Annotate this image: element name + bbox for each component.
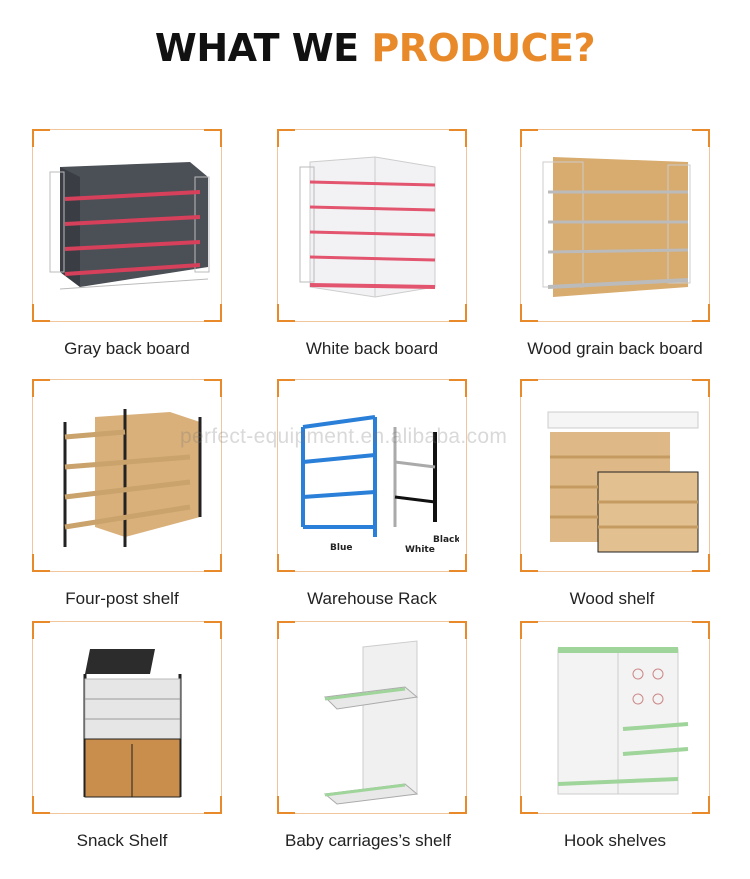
product-card-warehouse-rack[interactable]: Blue White Black xyxy=(277,379,467,572)
pegboard-hook-shelf-icon xyxy=(557,647,689,795)
watermark: perfect-equipment.en.alibaba.com xyxy=(180,425,508,448)
product-label-wood-grain-back-board: Wood grain back board xyxy=(527,339,703,358)
rack-tag-black: Black xyxy=(433,535,459,545)
product-label-warehouse-rack: Warehouse Rack xyxy=(307,589,437,608)
product-label-wood-shelf: Wood shelf xyxy=(569,589,655,608)
gray-gondola-shelf-icon xyxy=(49,162,210,290)
product-label-gray-back-board: Gray back board xyxy=(64,339,190,358)
product-card-four-post-shelf[interactable] xyxy=(32,379,222,572)
product-card-snack-shelf[interactable] xyxy=(32,621,222,814)
wood-gondola-shelf-icon xyxy=(542,157,691,297)
product-card-wood-grain-back-board[interactable] xyxy=(520,129,710,322)
product-card-baby-carriages-shelf[interactable] xyxy=(277,621,467,814)
rack-tag-blue: Blue xyxy=(330,543,352,553)
product-label-baby-carriages-shelf: Baby carriages’s shelf xyxy=(285,831,451,850)
title-part-1: WHAT WE xyxy=(154,26,359,70)
product-label-white-back-board: White back board xyxy=(305,339,439,358)
product-label-snack-shelf: Snack Shelf xyxy=(76,831,168,850)
product-label-four-post-shelf: Four-post shelf xyxy=(65,589,179,608)
product-card-wood-shelf[interactable] xyxy=(520,379,710,572)
four-post-shelf-icon xyxy=(63,409,202,547)
product-card-gray-back-board[interactable] xyxy=(32,129,222,322)
product-card-hook-shelves[interactable] xyxy=(520,621,710,814)
rack-tag-white: White xyxy=(405,545,435,555)
warehouse-rack-icon: Blue White Black xyxy=(301,415,459,555)
white-gondola-shelf-icon xyxy=(299,156,436,298)
title-part-2: PRODUCE? xyxy=(371,26,596,70)
snack-shelf-icon xyxy=(83,649,182,798)
product-card-white-back-board[interactable] xyxy=(277,129,467,322)
single-sided-shelf-icon xyxy=(323,640,419,805)
page-title: WHAT WE PRODUCE? xyxy=(0,22,750,74)
wood-shelf-icon xyxy=(547,411,699,553)
product-label-hook-shelves: Hook shelves xyxy=(563,831,667,850)
